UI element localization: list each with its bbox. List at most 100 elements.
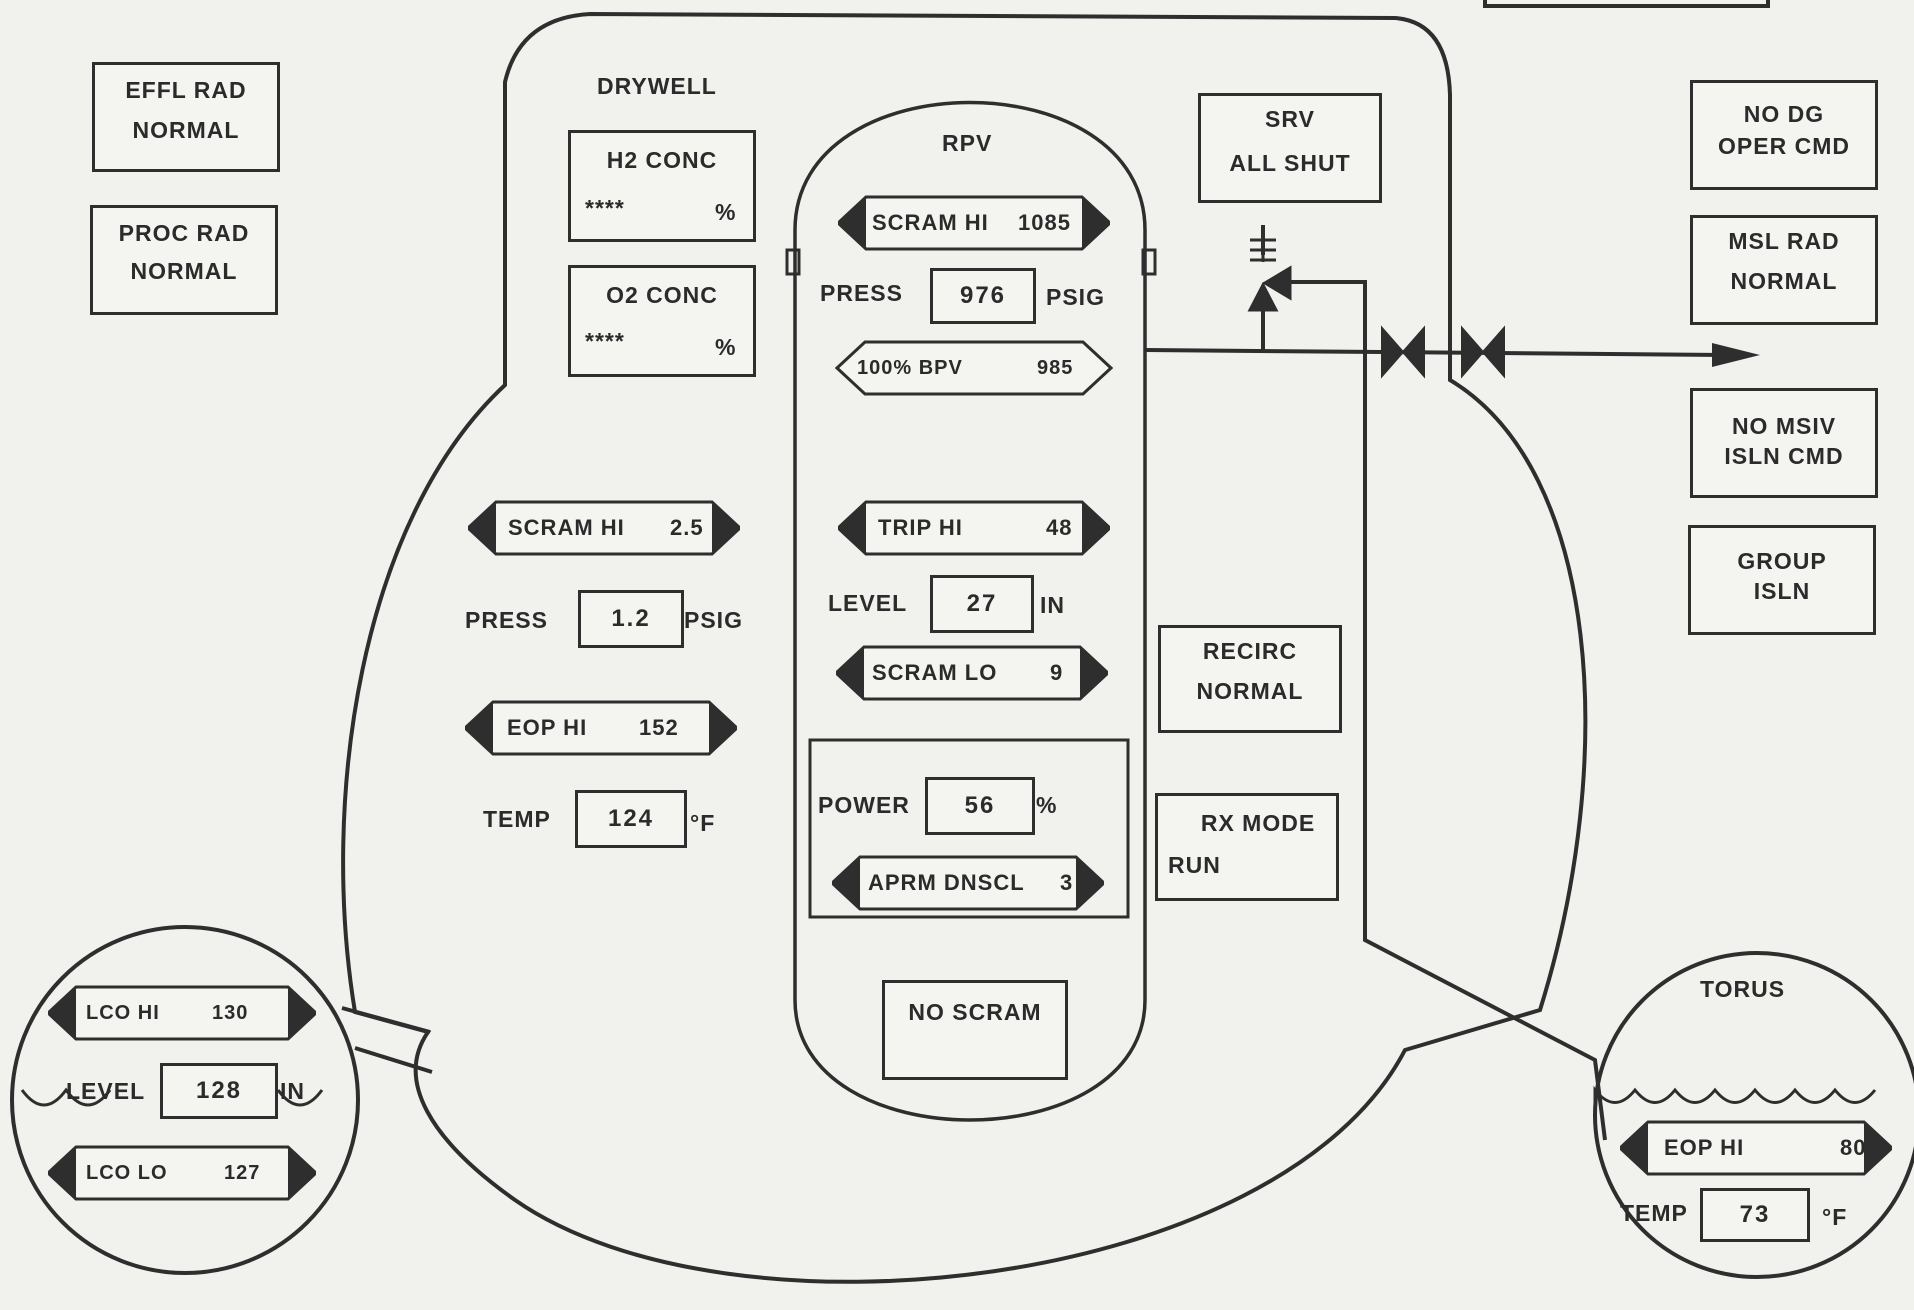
top-edge-box bbox=[1483, 0, 1770, 8]
h2-conc-readout: H2 CONC **** % bbox=[568, 130, 756, 242]
o2-conc-readout: O2 CONC **** % bbox=[568, 265, 756, 377]
rpv-scram-hi-indicator: SCRAM HI 1085 bbox=[838, 195, 1110, 251]
drywell-scram-hi-indicator: SCRAM HI 2.5 bbox=[468, 500, 740, 556]
pool-level-value: 128 bbox=[160, 1063, 278, 1119]
group-isln-label: GROUP bbox=[1737, 548, 1827, 574]
msl-rad-status: MSL RAD NORMAL bbox=[1690, 215, 1878, 325]
pool-lco-lo-label: LCO LO bbox=[86, 1161, 168, 1184]
torus-eop-hi-label: EOP HI bbox=[1664, 1135, 1745, 1160]
srv-value: ALL SHUT bbox=[1229, 150, 1351, 176]
rpv-level-label: LEVEL bbox=[828, 590, 908, 616]
drywell-scram-hi-value: 2.5 bbox=[670, 515, 704, 540]
proc-rad-label: PROC RAD bbox=[118, 220, 250, 246]
pool-level-label: LEVEL bbox=[66, 1078, 146, 1104]
rpv-aprm-label: APRM DNSCL bbox=[868, 870, 1025, 895]
rx-mode-status: RX MODE RUN bbox=[1155, 793, 1339, 901]
rpv-press-unit: PSIG bbox=[1046, 284, 1105, 310]
torus-eop-hi-indicator: EOP HI 80 bbox=[1620, 1120, 1892, 1176]
srv-valve-icon bbox=[1247, 232, 1292, 312]
no-scram-label: NO SCRAM bbox=[908, 999, 1042, 1025]
no-dg-value: OPER CMD bbox=[1718, 133, 1850, 159]
rpv-level-value: 27 bbox=[930, 575, 1034, 633]
rpv-vessel bbox=[793, 100, 1147, 1122]
rpv-scram-lo-indicator: SCRAM LO 9 bbox=[836, 645, 1108, 701]
torus-temp-label: TEMP bbox=[1620, 1200, 1688, 1226]
no-msiv-label: NO MSIV bbox=[1731, 413, 1837, 439]
rpv-nozzle-right bbox=[1141, 248, 1157, 276]
srv-status: SRV ALL SHUT bbox=[1198, 93, 1382, 203]
drywell-title: DRYWELL bbox=[597, 73, 717, 99]
left-pool-circle bbox=[10, 925, 360, 1275]
drywell-press-value: 1.2 bbox=[578, 590, 684, 648]
recirc-label: RECIRC bbox=[1202, 638, 1298, 664]
rpv-power-label: POWER bbox=[818, 792, 910, 818]
rpv-trip-hi-indicator: TRIP HI 48 bbox=[838, 500, 1110, 556]
rpv-level-unit: IN bbox=[1040, 592, 1065, 618]
rpv-scram-lo-label: SCRAM LO bbox=[872, 660, 998, 685]
double-arrow-icon bbox=[836, 645, 1108, 701]
pool-lco-hi-label: LCO HI bbox=[86, 1001, 160, 1024]
rpv-bpv-value: 985 bbox=[1037, 356, 1074, 379]
drywell-press-unit: PSIG bbox=[684, 607, 743, 633]
effl-rad-label: EFFL RAD bbox=[125, 77, 247, 103]
proc-rad-status: PROC RAD NORMAL bbox=[90, 205, 278, 315]
drywell-outline bbox=[341, 11, 1588, 1284]
double-arrow-icon bbox=[838, 195, 1110, 251]
drywell-eop-hi-label: EOP HI bbox=[507, 715, 588, 740]
no-dg-status: NO DG OPER CMD bbox=[1690, 80, 1878, 190]
pool-level-unit: IN bbox=[280, 1078, 305, 1104]
rpv-power-value: 56 bbox=[925, 777, 1035, 835]
rpv-scram-hi-label: SCRAM HI bbox=[872, 210, 989, 235]
msl-rad-value: NORMAL bbox=[1730, 268, 1838, 294]
double-arrow-icon bbox=[832, 855, 1104, 911]
msl-rad-label: MSL RAD bbox=[1728, 228, 1840, 254]
rpv-aprm-indicator: APRM DNSCL 3 bbox=[832, 855, 1104, 911]
proc-rad-value: NORMAL bbox=[130, 258, 238, 284]
o2-conc-unit: % bbox=[715, 334, 737, 360]
torus-waves bbox=[1593, 1085, 1877, 1104]
drywell-eop-hi-value: 152 bbox=[639, 715, 679, 740]
rpv-scram-hi-value: 1085 bbox=[1018, 210, 1071, 235]
no-msiv-value: ISLN CMD bbox=[1724, 443, 1844, 469]
effl-rad-value: NORMAL bbox=[132, 117, 240, 143]
h2-conc-unit: % bbox=[715, 199, 737, 225]
drywell-eop-hi-indicator: EOP HI 152 bbox=[465, 700, 737, 756]
group-isln-value: ISLN bbox=[1753, 578, 1811, 604]
pool-lco-hi-indicator: LCO HI 130 bbox=[48, 985, 316, 1041]
rpv-press-value: 976 bbox=[930, 268, 1036, 324]
drywell-temp-label: TEMP bbox=[483, 806, 551, 832]
drywell-scram-hi-label: SCRAM HI bbox=[508, 515, 625, 540]
double-arrow-icon bbox=[48, 985, 316, 1041]
rpv-bpv-label: 100% BPV bbox=[857, 356, 963, 379]
main-steam-line bbox=[1144, 348, 1726, 357]
rpv-title: RPV bbox=[942, 130, 993, 156]
torus-temp-unit: °F bbox=[1822, 1204, 1848, 1230]
no-dg-label: NO DG bbox=[1743, 101, 1825, 127]
torus-circle bbox=[1593, 951, 1914, 1279]
pool-lco-lo-value: 127 bbox=[224, 1161, 261, 1184]
drywell-temp-unit: °F bbox=[690, 810, 716, 836]
left-vent-pipe bbox=[341, 1006, 433, 1074]
rpv-trip-hi-value: 48 bbox=[1046, 515, 1073, 540]
double-arrow-icon bbox=[465, 700, 737, 756]
flow-arrow-icon bbox=[1712, 343, 1760, 367]
no-msiv-status: NO MSIV ISLN CMD bbox=[1690, 388, 1878, 498]
torus-eop-hi-value: 80 bbox=[1840, 1135, 1867, 1160]
rpv-scram-lo-value: 9 bbox=[1050, 660, 1064, 685]
drywell-press-label: PRESS bbox=[465, 607, 548, 633]
rx-mode-label: RX MODE bbox=[1200, 810, 1316, 836]
torus-title: TORUS bbox=[1700, 976, 1786, 1002]
pool-lco-lo-indicator: LCO LO 127 bbox=[48, 1145, 316, 1201]
o2-conc-value: **** bbox=[585, 328, 625, 354]
h2-conc-label: H2 CONC bbox=[606, 147, 718, 173]
recirc-status: RECIRC NORMAL bbox=[1158, 625, 1342, 733]
rpv-bpv-indicator: 100% BPV 985 bbox=[835, 340, 1113, 396]
torus-temp-value: 73 bbox=[1700, 1188, 1810, 1242]
double-arrow-icon bbox=[838, 500, 1110, 556]
left-pool-waves bbox=[20, 1087, 324, 1107]
o2-conc-label: O2 CONC bbox=[606, 282, 718, 308]
drywell-temp-value: 124 bbox=[575, 790, 687, 848]
double-arrow-icon bbox=[468, 500, 740, 556]
rpv-press-label: PRESS bbox=[820, 280, 903, 306]
